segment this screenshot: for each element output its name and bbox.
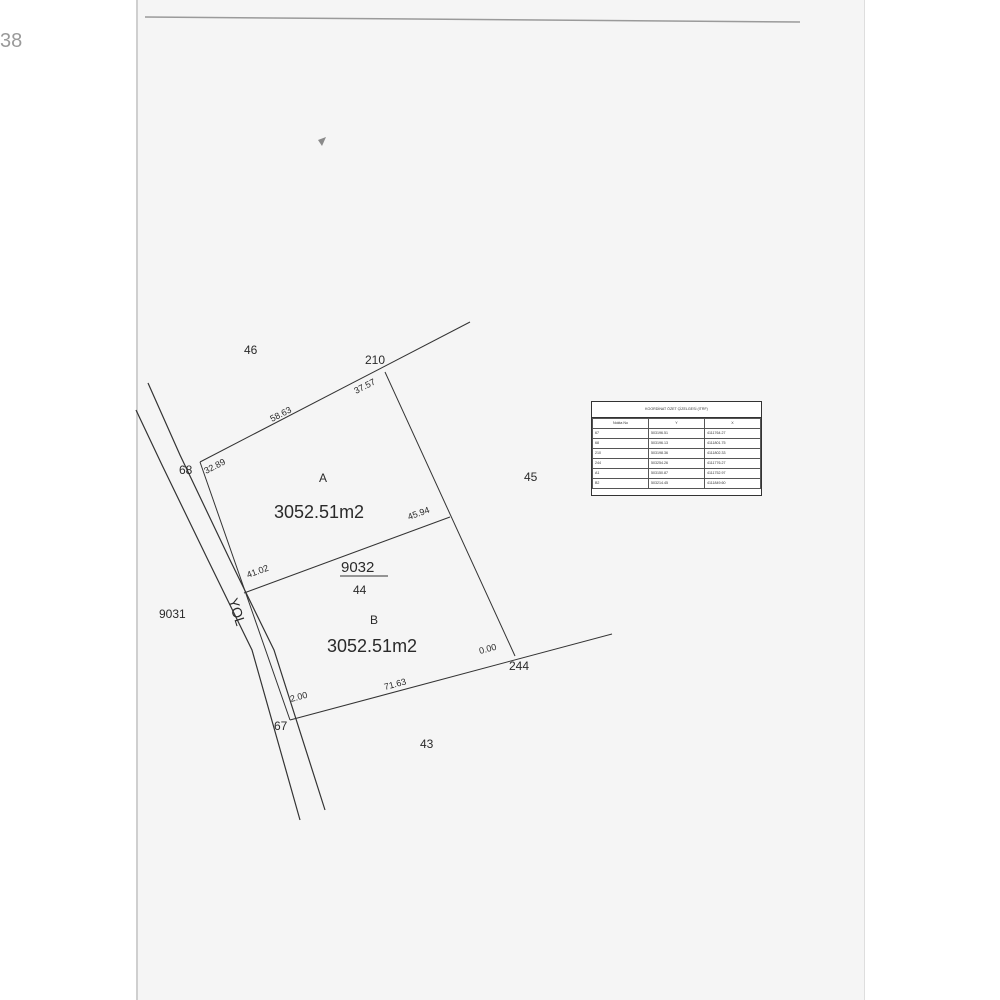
- dimension-58-63: 58.63: [268, 405, 293, 424]
- road-edge-right: [147, 382, 326, 811]
- cell-y: 503214.45: [648, 478, 705, 489]
- road-edge-left: [135, 409, 301, 821]
- cell-point: 68: [592, 438, 649, 449]
- cell-point: 244: [592, 458, 649, 469]
- neighbor-parcel-45: 45: [524, 470, 538, 484]
- column-header-point: Nokta No: [592, 418, 649, 429]
- dimension-45-94: 45.94: [406, 505, 431, 522]
- dimension-2-00: 2.00: [289, 690, 309, 704]
- neighbor-parcel-9031: 9031: [159, 607, 186, 621]
- sheet-top-edge: [144, 16, 801, 23]
- neighbor-parcel-46: 46: [244, 343, 258, 357]
- cell-x: 4111801.75: [704, 438, 761, 449]
- table-row: 68 503196.13 4111801.75: [592, 438, 761, 449]
- cell-x: 4111776.27: [704, 458, 761, 469]
- south-boundary-line: [289, 633, 613, 721]
- dimension-41-02: 41.02: [245, 563, 270, 580]
- cell-point: A1: [592, 468, 649, 479]
- dimension-37-57: 37.57: [352, 377, 377, 396]
- cell-x: 4111752.97: [704, 468, 761, 479]
- cell-y: 503150.87: [648, 468, 705, 479]
- table-row: 244 503254.26 4111776.27: [592, 458, 761, 469]
- cell-x: 4111764.27: [704, 428, 761, 439]
- map-sheet: [136, 0, 865, 1000]
- cell-point: B2: [592, 478, 649, 489]
- table-row: 67 503196.51 4111764.27: [592, 428, 761, 439]
- cell-point: 210: [592, 448, 649, 459]
- table-row: B2 503214.45 4111849.60: [592, 478, 761, 489]
- parcel-b-area: 3052.51m2: [327, 636, 417, 656]
- point-label-244: 244: [509, 659, 529, 673]
- dimension-32-89: 32.89: [202, 457, 227, 476]
- parcel-a-area: 3052.51m2: [274, 502, 364, 522]
- block-number: 9032: [341, 559, 374, 576]
- corner-page-number: 38: [0, 30, 23, 52]
- neighbor-parcel-43: 43: [420, 737, 434, 751]
- road-label: YOL: [225, 596, 249, 628]
- cell-x: 4111802.33: [704, 448, 761, 459]
- east-boundary-line: [384, 371, 516, 657]
- cell-y: 503196.51: [648, 428, 705, 439]
- cell-y: 503254.26: [648, 458, 705, 469]
- north-arrow-icon: [318, 137, 326, 146]
- point-label-67: 67: [274, 719, 288, 733]
- parcel-b-letter: B: [370, 613, 378, 627]
- point-label-68: 68: [179, 463, 193, 477]
- cell-y: 503196.13: [648, 438, 705, 449]
- coordinate-table-grid: Nokta No Y X 67 503196.51 4111764.27 68 …: [592, 418, 761, 489]
- cell-x: 4111849.60: [704, 478, 761, 489]
- cell-point: 67: [592, 428, 649, 439]
- parcel-a-letter: A: [319, 471, 327, 485]
- coordinate-table-title: KOORDİNAT ÖZET ÇİZELGESİ (ITRF): [592, 402, 761, 418]
- column-header-y: Y: [648, 418, 705, 429]
- table-row: A1 503150.87 4111752.97: [592, 468, 761, 479]
- parcel-number: 44: [353, 583, 367, 597]
- north-boundary-line: [199, 321, 471, 463]
- cell-y: 503198.36: [648, 448, 705, 459]
- west-boundary-line: [199, 461, 291, 721]
- column-header-x: X: [704, 418, 761, 429]
- table-header-row: Nokta No Y X: [592, 418, 761, 429]
- dimension-0-00: 0.00: [478, 642, 498, 656]
- coordinate-summary-table: KOORDİNAT ÖZET ÇİZELGESİ (ITRF) Nokta No…: [591, 401, 762, 496]
- table-row: 210 503198.36 4111802.33: [592, 448, 761, 459]
- split-line-a-b: [243, 516, 451, 594]
- point-label-210: 210: [365, 353, 385, 367]
